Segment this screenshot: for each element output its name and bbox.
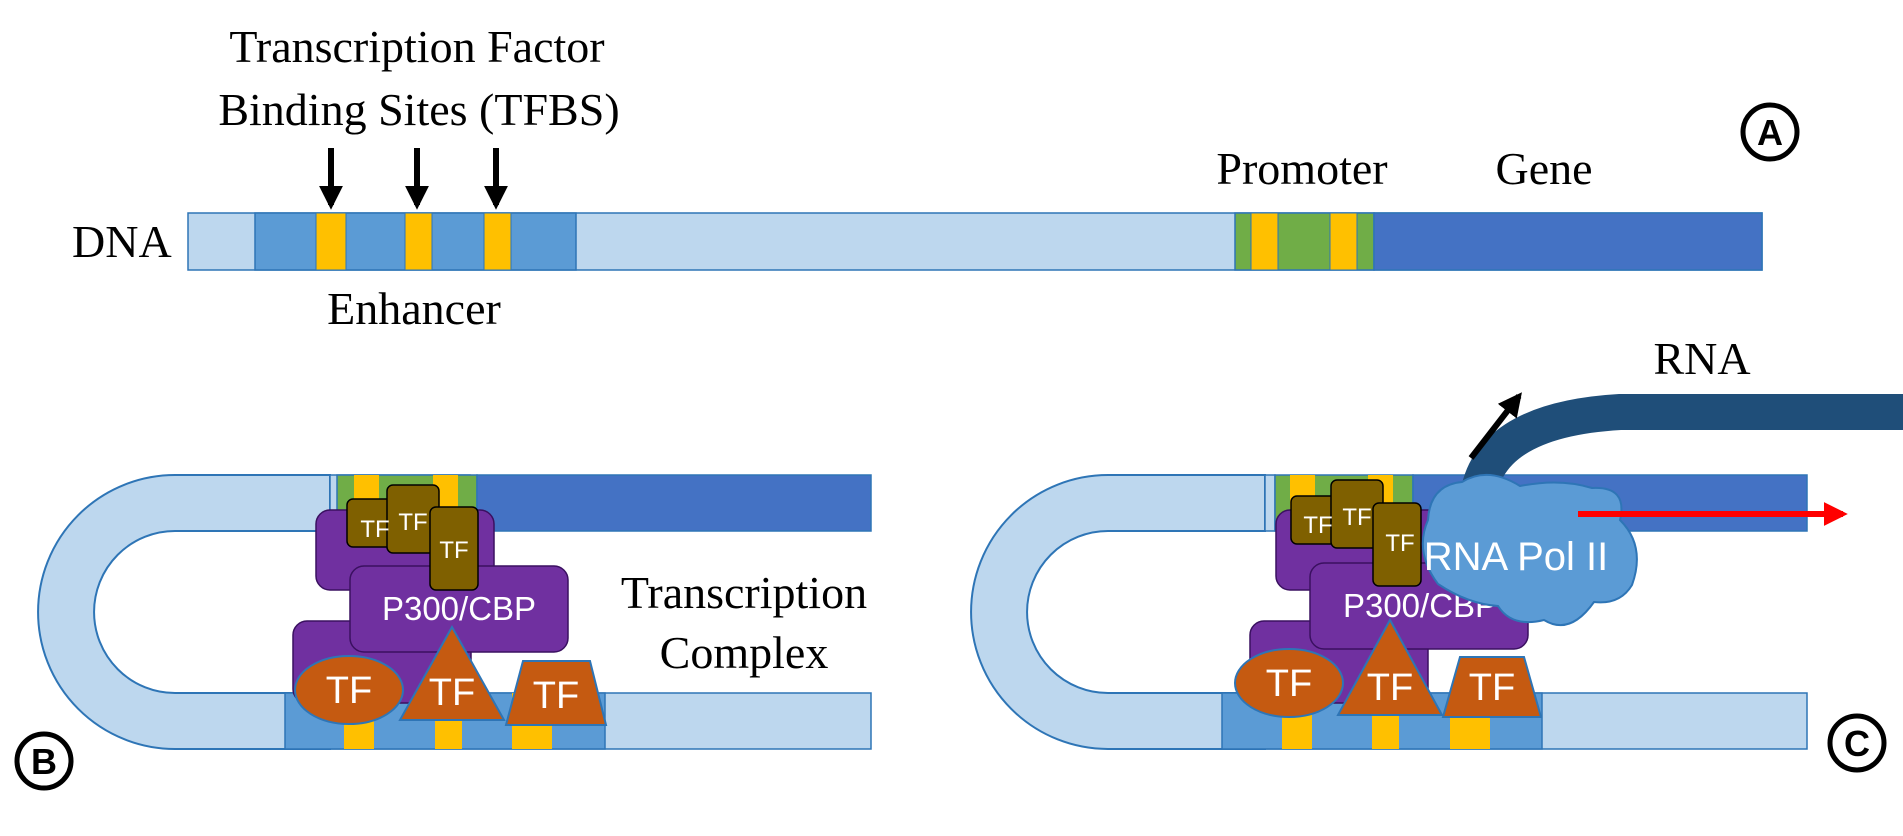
tf-ellipse bbox=[294, 655, 404, 725]
rna-label: RNA bbox=[1653, 333, 1750, 384]
tf-trapezoid-label: TF bbox=[533, 675, 579, 717]
tfbs-site-2 bbox=[404, 212, 433, 271]
enhancer-label: Enhancer bbox=[327, 283, 501, 334]
gene-region bbox=[476, 474, 872, 532]
tf-triangle-label: TF bbox=[429, 672, 475, 714]
small-tf-2-label: TF bbox=[1342, 504, 1371, 531]
panel-c: P300/CBP TF TF TF RNA Pol II RNA TF TF T… bbox=[970, 333, 1903, 773]
polymerase-label: RNA Pol II bbox=[1424, 535, 1609, 579]
promoter-label: Promoter bbox=[1216, 143, 1387, 194]
dna-loop bbox=[37, 474, 331, 750]
svg-text:B: B bbox=[31, 741, 57, 782]
svg-text:A: A bbox=[1757, 112, 1783, 153]
tf-ellipse bbox=[1234, 648, 1344, 718]
complex-label-line1: Transcription bbox=[621, 567, 867, 618]
tf-trapezoid-label: TF bbox=[1469, 667, 1515, 709]
gene-region bbox=[1373, 212, 1763, 271]
panel-c-letter-icon: C bbox=[1827, 713, 1887, 773]
small-tf-1-label: TF bbox=[1303, 512, 1332, 539]
panel-a-letter-icon: A bbox=[1740, 102, 1800, 162]
tf-trapezoid bbox=[504, 660, 608, 726]
small-tf-3 bbox=[429, 506, 479, 591]
tf-triangle-label: TF bbox=[1367, 667, 1413, 709]
tfbs-site-3 bbox=[483, 212, 512, 271]
dna-label: DNA bbox=[72, 216, 172, 267]
complex-label-line2: Complex bbox=[660, 627, 829, 678]
small-tf-3-label: TF bbox=[1385, 530, 1414, 557]
top-dna-strand bbox=[1264, 474, 1276, 532]
promoter-tfbs-1 bbox=[1250, 212, 1279, 271]
rna-exit-arrow bbox=[1468, 392, 1522, 460]
dna-loop bbox=[970, 474, 1266, 750]
panel-b-letter-icon: B bbox=[14, 731, 74, 791]
tf-trapezoid bbox=[1441, 656, 1543, 718]
panel-a: Transcription Factor Binding Sites (TFBS… bbox=[72, 21, 1800, 334]
tf-ellipse-label: TF bbox=[326, 670, 372, 712]
small-tf-3-label: TF bbox=[439, 537, 468, 564]
small-tf-3 bbox=[1372, 502, 1422, 587]
small-tf-1-label: TF bbox=[360, 516, 389, 543]
promoter-tfbs-2 bbox=[1329, 212, 1358, 271]
tf-ellipse-label: TF bbox=[1266, 663, 1312, 705]
panel-b: P300/CBP TF TF TF TF TF TF Transcription… bbox=[14, 474, 872, 791]
tf-triangle bbox=[398, 624, 506, 721]
gene-label: Gene bbox=[1495, 143, 1592, 194]
tf-triangle bbox=[1336, 617, 1444, 716]
tfbs-title-line1: Transcription Factor bbox=[229, 21, 604, 72]
tfbs-title-line2: Binding Sites (TFBS) bbox=[218, 84, 619, 135]
svg-text:C: C bbox=[1844, 723, 1870, 764]
coactivator-label: P300/CBP bbox=[382, 590, 536, 627]
small-tf-2-label: TF bbox=[398, 509, 427, 536]
tfbs-site-1 bbox=[315, 212, 347, 271]
